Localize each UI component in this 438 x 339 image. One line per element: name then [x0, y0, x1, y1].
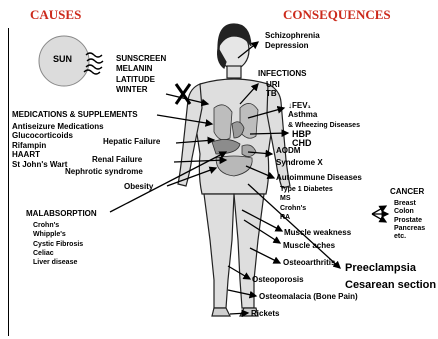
autoimmune-item: RA	[280, 214, 333, 221]
syndrome-x-label: Syndrome X	[276, 159, 323, 167]
sun-factor-melanin: MELANIN	[116, 65, 166, 73]
medications-title: MEDICATIONS & SUPPLEMENTS	[12, 111, 138, 119]
medication-item: Rifampin	[12, 142, 104, 150]
lung-list: ↓FEV₁ Asthma	[288, 102, 317, 120]
preeclampsia-label: Preeclampsia	[345, 263, 416, 275]
cancer-item: Colon	[394, 208, 425, 215]
nephrotic-syndrome-label: Nephrotic syndrome	[65, 168, 143, 176]
causes-header: CAUSES	[30, 8, 81, 22]
cancer-item: Prostate	[394, 217, 425, 224]
malabsorption-item: Liver disease	[33, 259, 83, 266]
medications-list: Antiseizure Medications Glucocorticoids …	[12, 123, 104, 169]
sun-factors-list: SUNSCREEN MELANIN LATITUDE WINTER	[116, 55, 166, 95]
malabsorption-list: Crohn's Whipple's Cystic Fibrosis Celiac…	[33, 222, 83, 267]
left-divider	[8, 28, 9, 336]
muscle-aches-label: Muscle aches	[283, 242, 335, 250]
cancer-item: Breast	[394, 200, 425, 207]
autoimmune-title: Autoimmune Diseases	[276, 174, 362, 182]
infections-list: URI TB	[266, 81, 280, 99]
obesity-label: Obesity	[124, 183, 153, 191]
asthma-label: Asthma	[288, 111, 317, 119]
renal-failure-label: Renal Failure	[92, 156, 142, 164]
uri-label: URI	[266, 81, 280, 89]
cesarean-label: Cesarean section	[345, 280, 436, 292]
block-mark-icon	[176, 84, 190, 104]
fev-label: ↓FEV₁	[288, 102, 317, 110]
malabsorption-item: Whipple's	[33, 231, 83, 238]
medication-item: Glucocorticoids	[12, 132, 104, 140]
malabsorption-item: Crohn's	[33, 222, 83, 229]
medication-item: Antiseizure Medications	[12, 123, 104, 131]
cancer-list: Breast Colon Prostate Pancreas etc.	[394, 200, 425, 241]
cancer-item: etc.	[394, 233, 425, 240]
autoimmune-list: Type 1 Diabetes MS Crohn's RA	[280, 186, 333, 221]
autoimmune-item: MS	[280, 195, 333, 202]
sun-factor-winter: WINTER	[116, 86, 166, 94]
osteomalacia-label: Osteomalacia (Bone Pain)	[259, 293, 358, 301]
autoimmune-item: Crohn's	[280, 205, 333, 212]
osteoarthritis-label: Osteoarthritis	[283, 259, 335, 267]
cancer-title: CANCER	[390, 188, 424, 196]
tb-label: TB	[266, 90, 280, 98]
sun-factor-sunscreen: SUNSCREEN	[116, 55, 166, 63]
infections-title: INFECTIONS	[258, 70, 306, 78]
malabsorption-item: Celiac	[33, 250, 83, 257]
consequences-header: CONSEQUENCES	[283, 8, 391, 22]
medication-item: HAART	[12, 151, 104, 159]
osteoporosis-label: Osteoporosis	[252, 276, 304, 284]
rickets-label: Rickets	[251, 310, 279, 318]
sun-factor-latitude: LATITUDE	[116, 76, 166, 84]
aodm-label: AODM	[276, 147, 323, 155]
psych-list: Schizophrenia Depression	[265, 32, 320, 51]
depression-label: Depression	[265, 42, 320, 50]
malabsorption-title: MALABSORPTION	[26, 210, 97, 218]
schizophrenia-label: Schizophrenia	[265, 32, 320, 40]
autoimmune-item: Type 1 Diabetes	[280, 186, 333, 193]
malabsorption-item: Cystic Fibrosis	[33, 241, 83, 248]
hepatic-failure-label: Hepatic Failure	[103, 138, 160, 146]
sun-label: SUN	[53, 55, 72, 64]
muscle-weakness-label: Muscle weakness	[284, 229, 351, 237]
metabolic-list: AODM Syndrome X	[276, 147, 323, 168]
cancer-item: Pancreas	[394, 225, 425, 232]
